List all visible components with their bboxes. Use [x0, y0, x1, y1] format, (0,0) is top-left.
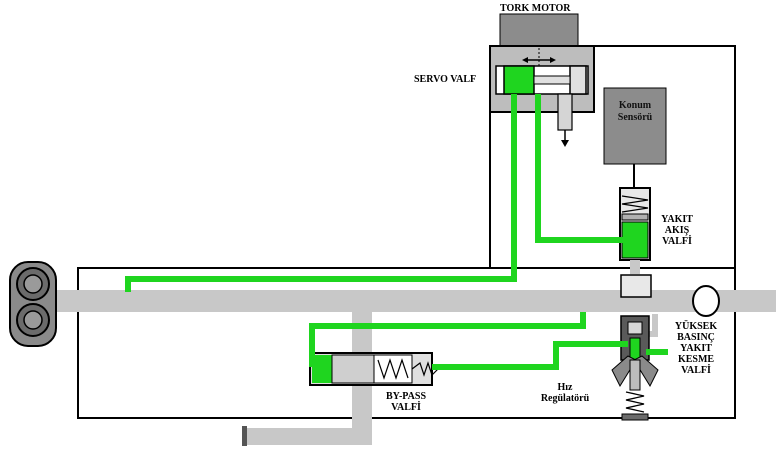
- label-yakit-akis-line3: VALFİ: [662, 236, 692, 247]
- fuel-line-servo-to-akis: [535, 94, 624, 243]
- label-hiz-line2: Regülatörü: [540, 393, 590, 404]
- label-konum-line1: Konum: [618, 100, 652, 111]
- servo-spool-rod: [533, 75, 571, 85]
- label-hiz-regulatoru: Hız Regülatörü: [532, 382, 598, 404]
- bypass-adjust-screw: [411, 361, 439, 377]
- fuel-line-bypass-signal: [309, 312, 586, 367]
- label-yakit-akis-line1: YAKIT: [661, 214, 693, 225]
- tork-motor-box: [499, 13, 579, 49]
- arrow-down-icon: [561, 130, 569, 147]
- label-yuksek-line3: YAKIT: [680, 343, 712, 354]
- fuel-line-supply: [125, 94, 517, 292]
- spring-icon: [621, 195, 649, 213]
- housing-outline: [77, 267, 736, 419]
- label-bypass-valfi: BY-PASS VALFİ: [380, 391, 432, 413]
- label-tork-motor: TORK MOTOR: [500, 3, 571, 14]
- label-bypass-line1: BY-PASS: [385, 391, 426, 402]
- label-yuksek-line2: BASINÇ: [677, 332, 715, 343]
- label-servo-valf: SERVO VALF: [414, 74, 477, 85]
- yakit-akis-fuel-chamber: [621, 221, 649, 259]
- outlet-flange: [242, 426, 247, 446]
- label-yuksek-basinc-kesme-valfi: YÜKSEK BASINÇ YAKIT KESME VALFİ: [668, 321, 724, 376]
- label-hiz-line1: Hız: [557, 382, 573, 393]
- fuel-line-regulator: [432, 341, 628, 370]
- bypass-fuel-chamber: [312, 355, 332, 383]
- label-konum-sensoru: Konum Sensörü: [604, 100, 666, 124]
- bypass-piston: [331, 354, 375, 384]
- servo-spool-left: [503, 65, 535, 95]
- gear-pump-icon: [9, 261, 57, 347]
- label-konum-line2: Sensörü: [617, 112, 653, 123]
- servo-stem: [557, 93, 573, 131]
- yakit-akis-piston: [621, 213, 649, 221]
- konum-sensoru-box: [603, 87, 667, 165]
- upper-housing-outline: [489, 45, 736, 268]
- bypass-spring: [377, 358, 409, 380]
- return-outlet-pipe: [243, 428, 372, 445]
- servo-spool-right: [569, 65, 587, 95]
- label-yakit-akis-valfi: YAKIT AKIŞ VALFİ: [658, 214, 696, 247]
- label-yuksek-line1: YÜKSEK: [674, 321, 718, 332]
- hiz-regulator: [611, 315, 659, 421]
- label-yuksek-line5: VALFİ: [681, 365, 711, 376]
- yakit-akis-valve-plug: [620, 274, 652, 298]
- label-yuksek-line4: KESME: [677, 354, 715, 365]
- fuel-lines: [125, 94, 668, 370]
- yakit-akis-stem: [630, 260, 640, 274]
- label-bypass-line2: VALFİ: [391, 402, 421, 413]
- outlet-check-ring: [692, 285, 720, 317]
- label-yakit-akis-line2: AKIŞ: [664, 225, 690, 236]
- double-arrow-icon: [522, 48, 556, 66]
- main-fuel-pipe: [50, 290, 776, 312]
